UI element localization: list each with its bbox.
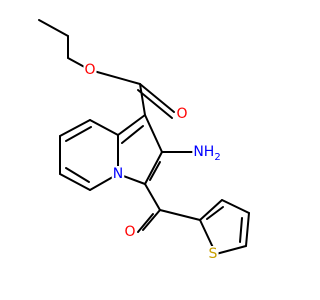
label-background [83, 62, 97, 78]
bond [149, 161, 161, 181]
bond [144, 151, 163, 185]
bond [38, 19, 69, 37]
bond [121, 125, 144, 144]
ring-nitrogen-label: N [113, 166, 123, 182]
molecule-structure: O O NH2 N O S [38, 19, 250, 262]
label-background [207, 246, 219, 262]
bond [239, 217, 243, 243]
label-background [192, 144, 222, 163]
carbonyl-oxygen-label: O [176, 106, 187, 122]
bond [144, 183, 161, 211]
ester-oxygen-label: O [84, 62, 95, 78]
bond [65, 126, 92, 142]
bond [65, 167, 90, 183]
bond [89, 119, 119, 136]
bond [142, 209, 161, 231]
bond [117, 114, 146, 136]
label-background [175, 106, 189, 122]
bond [139, 83, 175, 113]
label-background [123, 224, 137, 240]
ketone-oxygen-label: O [124, 224, 135, 240]
label-background [111, 166, 125, 182]
bond [59, 173, 91, 191]
bond [139, 83, 146, 116]
amine-label: NH2 [193, 144, 220, 163]
bond [59, 119, 91, 137]
bond [89, 69, 141, 85]
bond [221, 199, 250, 214]
molecule-canvas: O O NH2 N O S [38, 19, 250, 262]
bond [199, 199, 223, 221]
bond [144, 114, 163, 153]
bond [159, 209, 201, 221]
thiophene-sulfur-label: S [209, 246, 218, 262]
bond [206, 206, 224, 220]
bond [245, 212, 250, 247]
bond [137, 89, 173, 119]
bond [137, 213, 154, 233]
bond [215, 245, 247, 255]
